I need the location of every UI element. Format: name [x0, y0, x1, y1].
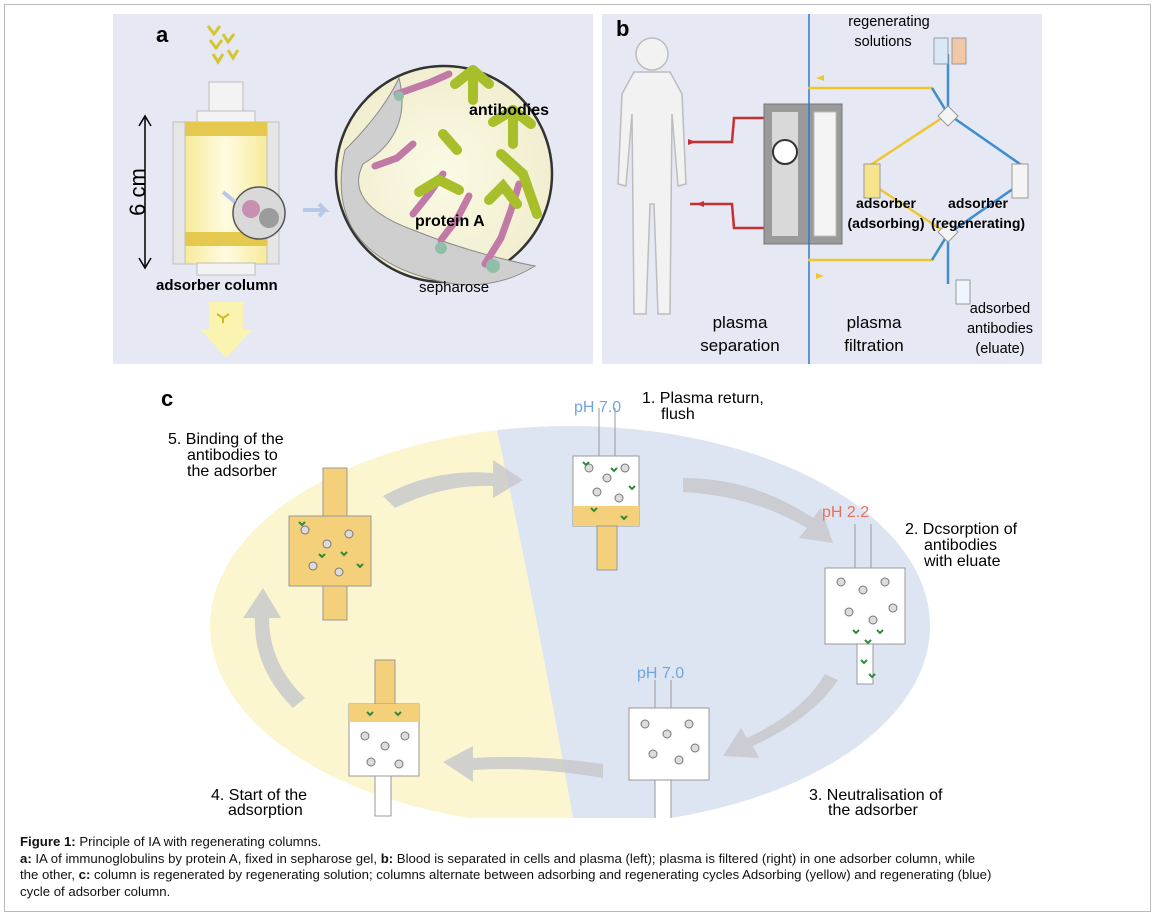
step2-line1: 2. Dcsorption of	[905, 521, 1018, 538]
sepharose-label: sepharose	[419, 279, 489, 296]
plasma-separation-line2: separation	[700, 336, 779, 355]
panel-a-letter: a	[156, 22, 169, 47]
red-tube-out	[690, 202, 764, 230]
column-step4	[348, 659, 420, 817]
step1-line1: 1. Plasma return,	[642, 390, 764, 407]
caption-a-text: IA of immunoglobulins by protein A, fixe…	[31, 850, 381, 866]
adsorber-cartridge-left	[863, 163, 881, 199]
step3-line1: 3. Neutralisation of	[809, 787, 943, 804]
step5-line1: 5. Binding of the	[168, 431, 284, 448]
plasma-filtration-line2: filtration	[844, 336, 904, 355]
adsorbed-line1: adsorbed	[970, 301, 1030, 317]
panel-a-graphic: a 6 cm adsorber column antibodies protei…	[113, 14, 593, 364]
panel-b-letter: b	[616, 16, 629, 41]
dimension-label: 6 cm	[125, 168, 150, 216]
step2-line2: antibodies	[924, 537, 997, 554]
caption-title-line: Figure 1: Principle of IA with regenerat…	[20, 834, 1140, 851]
step4-line2: adsorption	[228, 802, 303, 818]
incoming-antibodies	[206, 25, 240, 65]
panel-c-letter: c	[161, 386, 173, 411]
ph-right: pH 2.2	[822, 504, 869, 521]
caption-b-text: Blood is separated in cells and plasma (…	[393, 850, 976, 866]
panel-b-graphic: b regenerating solutions adsorber (adsor…	[602, 14, 1042, 364]
step1-line2: flush	[661, 406, 695, 423]
caption-line-2: a: IA of immunoglobulins by protein A, f…	[20, 851, 1140, 868]
adsorber-column-label: adsorber column	[156, 277, 278, 294]
cycle-arrows	[243, 460, 838, 782]
column-step5	[288, 467, 372, 621]
step4-line1: 4. Start of the	[211, 787, 307, 804]
eluate-vial	[955, 279, 971, 305]
caption-c-bold: c:	[78, 867, 91, 882]
caption-c-text: column is regenerated by regenerating so…	[90, 867, 992, 882]
panel-a: a 6 cm adsorber column antibodies protei…	[113, 14, 593, 364]
panel-c-graphic: c 1. Plasma return, flush 2. Dcsorption …	[113, 368, 1042, 821]
adsorber-left-line1: adsorber	[856, 195, 916, 211]
caption-line-3: the other, c: column is regenerated by r…	[20, 867, 1140, 884]
outflow-arrow	[201, 330, 252, 358]
antibodies-label: antibodies	[469, 102, 549, 119]
antibody-marks	[298, 461, 884, 717]
adsorbed-line2: antibodies	[967, 321, 1033, 337]
panel-c: c 1. Plasma return, flush 2. Dcsorption …	[113, 368, 1042, 821]
caption-line3-start: the other,	[20, 867, 79, 882]
adsorber-right-line1: adsorber	[948, 195, 1008, 211]
adsorber-right-line2: (regenerating)	[931, 215, 1025, 231]
plasma-separation-line1: plasma	[713, 313, 768, 332]
plasma-filtration-line1: plasma	[847, 313, 902, 332]
regen-solutions-line2: solutions	[854, 34, 911, 50]
caption-a-bold: a:	[20, 850, 32, 866]
solution-bag-1	[933, 37, 949, 65]
protein-a-label: protein A	[415, 213, 485, 230]
figure-caption: Figure 1: Principle of IA with regenerat…	[20, 834, 1140, 900]
solution-bag-2	[951, 37, 967, 65]
adsorber-cartridge-right	[1011, 163, 1029, 199]
step3-line2: the adsorber	[828, 802, 919, 818]
caption-title-rest: Principle of IA with regenerating column…	[75, 834, 322, 849]
antibody-glyphs	[414, 65, 542, 219]
adsorber-left-line2: (adsorbing)	[848, 215, 925, 231]
step2-line3: with eluate	[923, 553, 1001, 570]
ph-bottom: pH 7.0	[637, 665, 684, 682]
step5-line3: the adsorber	[187, 463, 278, 480]
regen-solutions-line1: regenerating	[848, 14, 929, 30]
adsorbed-line3: (eluate)	[975, 341, 1024, 357]
figure-frame	[4, 4, 1151, 912]
caption-title-bold: Figure 1:	[20, 834, 76, 849]
step5-line2: antibodies to	[187, 447, 278, 464]
red-tube-in	[690, 116, 764, 144]
caption-line-4: cycle of adsorber column.	[20, 883, 171, 899]
panel-b: b regenerating solutions adsorber (adsor…	[602, 14, 1042, 364]
bead-glyphs	[300, 463, 898, 769]
human-silhouette	[617, 37, 687, 315]
ph-top: pH 7.0	[574, 399, 621, 416]
caption-b-bold: b:	[380, 850, 394, 866]
